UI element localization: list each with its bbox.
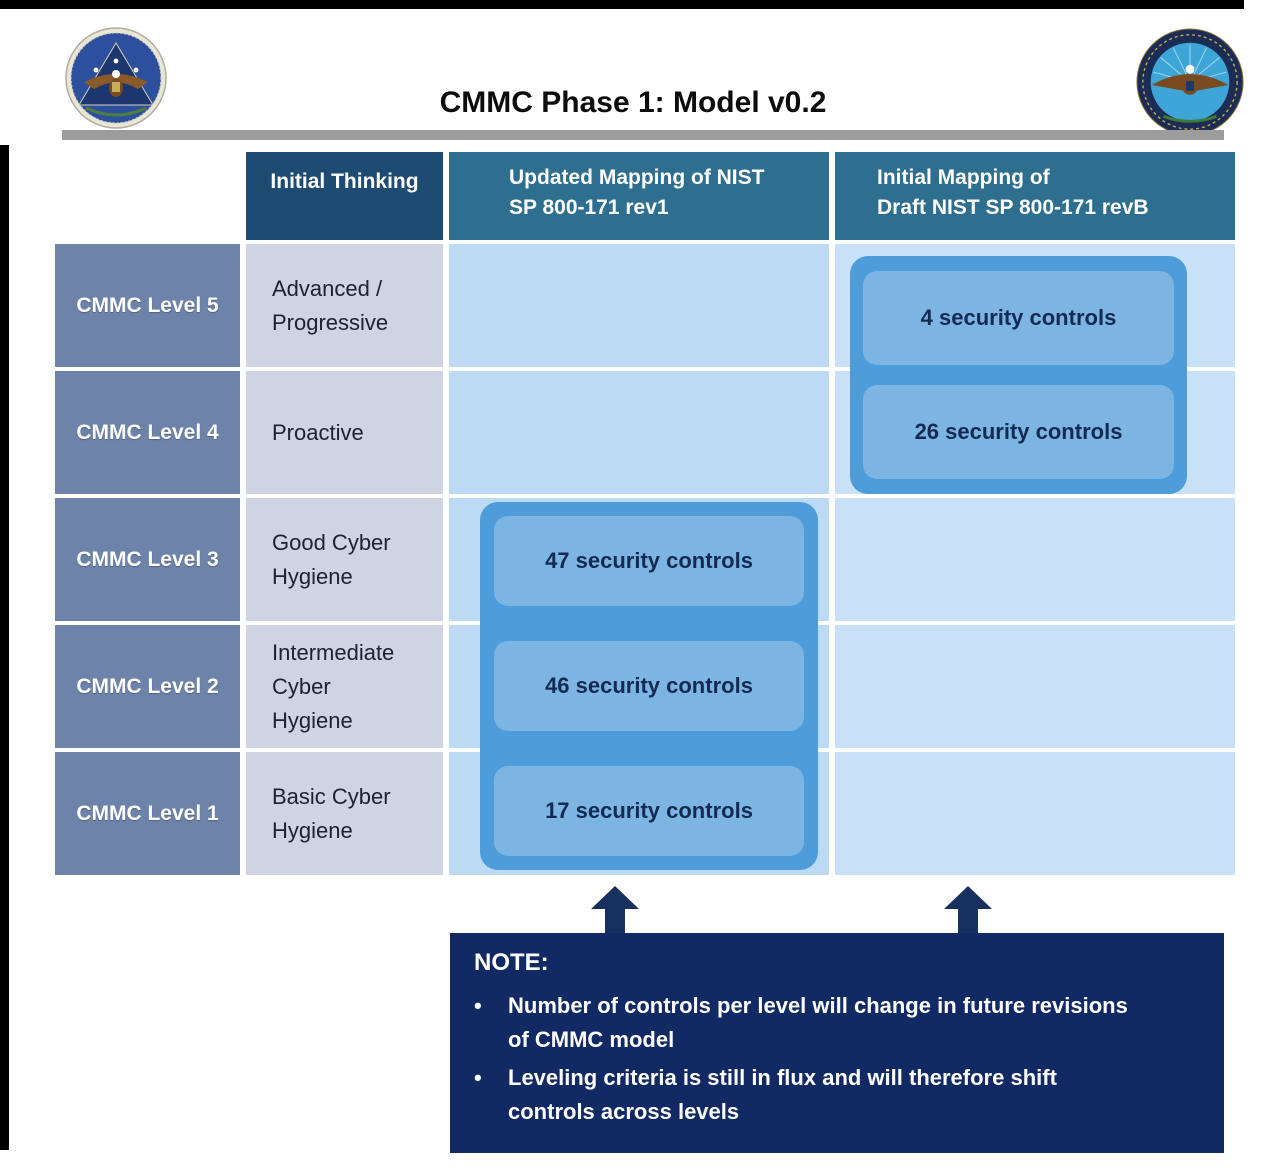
rev1-level2-controls: 46 security controls <box>494 641 804 731</box>
bullet-dot-icon: • <box>474 993 482 1018</box>
level-1-cell: CMMC Level 1 <box>55 752 240 875</box>
revB-level4-controls: 26 security controls <box>863 385 1174 479</box>
bullet-dot-icon: • <box>474 1065 482 1090</box>
level-5-cell: CMMC Level 5 <box>55 244 240 367</box>
note-heading: NOTE: <box>474 949 549 976</box>
dod-seal-icon <box>1136 28 1244 136</box>
up-arrow-stem-revB <box>958 908 978 934</box>
rev1-empty-cell <box>449 244 829 367</box>
page-title: CMMC Phase 1: Model v0.2 <box>439 86 827 119</box>
revB-empty-cell <box>835 625 1235 748</box>
level-1-description: Basic Cyber Hygiene <box>246 752 443 875</box>
note-bullet-1-text: Number of controls per level will change… <box>508 993 1128 1052</box>
level-4-cell: CMMC Level 4 <box>55 371 240 494</box>
revB-empty-cell <box>835 498 1235 621</box>
revB-level5-controls: 4 security controls <box>863 271 1174 365</box>
rev1-level1-controls: 17 security controls <box>494 766 804 856</box>
note-bullet-1: • Number of controls per level will chan… <box>474 989 1200 1057</box>
revB-controls-group: 4 security controls 26 security controls <box>850 256 1187 494</box>
level-3-cell: CMMC Level 3 <box>55 498 240 621</box>
up-arrow-icon-revB <box>944 886 992 909</box>
level-4-description: Proactive <box>246 371 443 494</box>
up-arrow-stem-rev1 <box>605 908 625 934</box>
level-3-description: Good Cyber Hygiene <box>246 498 443 621</box>
header-updated-mapping-rev1: Updated Mapping of NIST SP 800-171 rev1 <box>449 152 829 240</box>
title-divider <box>62 130 1224 140</box>
note-bullet-2-text: Leveling criteria is still in flux and w… <box>508 1065 1057 1124</box>
rev1-level3-controls: 47 security controls <box>494 516 804 606</box>
header-initial-thinking: Initial Thinking <box>246 152 443 240</box>
left-black-bar <box>0 145 9 1150</box>
up-arrow-icon-rev1 <box>591 886 639 909</box>
note-box: NOTE: • Number of controls per level wil… <box>450 933 1224 1153</box>
header-initial-mapping-revB: Initial Mapping of Draft NIST SP 800-171… <box>835 152 1235 240</box>
note-bullet-2: • Leveling criteria is still in flux and… <box>474 1061 1200 1129</box>
rev1-controls-group: 47 security controls 46 security control… <box>480 502 818 870</box>
revB-empty-cell <box>835 752 1235 875</box>
top-black-bar <box>0 0 1244 9</box>
cmmc-mapping-table: Initial Thinking Updated Mapping of NIST… <box>55 152 1235 875</box>
level-2-cell: CMMC Level 2 <box>55 625 240 748</box>
joint-chiefs-seal-icon <box>65 27 167 129</box>
rev1-empty-cell <box>449 371 829 494</box>
level-2-description: Intermediate Cyber Hygiene <box>246 625 443 748</box>
level-5-description: Advanced / Progressive <box>246 244 443 367</box>
